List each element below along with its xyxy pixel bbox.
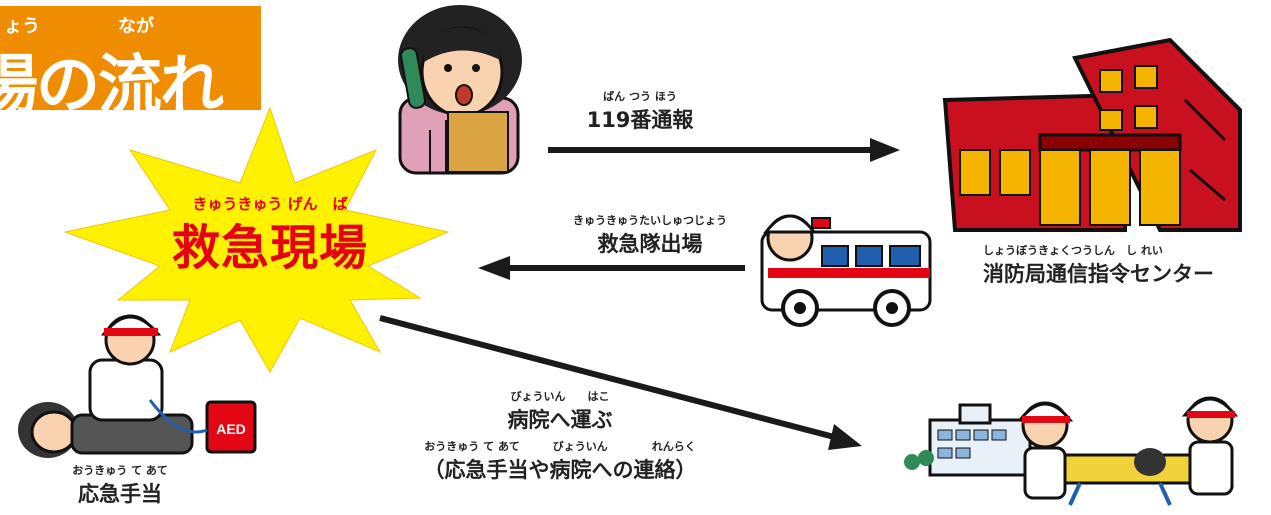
- ambulance-icon: [760, 214, 932, 327]
- transport-arrow: [379, 315, 839, 441]
- first-aid-ruby: おうきゅう て あて: [72, 464, 168, 477]
- first-aid-label: 応急手当: [78, 482, 162, 506]
- fire-station-building-icon: [942, 37, 1242, 232]
- first-aid-node: おうきゅう て あて 応急手当: [60, 462, 180, 508]
- emergency-site-node: きゅうきゅう げん ば 救急現場: [165, 193, 375, 278]
- page-title: 場の流れ: [0, 49, 224, 110]
- title-banner: ょう なが 場の流れ: [0, 6, 261, 110]
- emergency-site-label: 救急現場: [171, 220, 368, 276]
- first-aid-aed-icon: AED: [18, 314, 257, 458]
- title-ruby-left: ょう: [4, 16, 40, 37]
- transport-ruby-1: びょういん はこ: [510, 390, 610, 403]
- transport-label-2: （応急手当や病院への連絡）: [423, 458, 697, 482]
- transport-label-1: 病院へ運ぶ: [507, 408, 613, 432]
- aed-label: AED: [216, 421, 246, 437]
- hospital-stretcher-icon: [904, 396, 1239, 506]
- emergency-site-ruby: きゅうきゅう げん ば: [192, 195, 348, 213]
- transport-ruby-2: おうきゅう て あて びょういん れんらく: [424, 440, 696, 453]
- call-ruby: ばん つう ほう: [603, 90, 677, 103]
- dispatch-label: 救急隊出場: [597, 232, 703, 256]
- call-edge-label: ばん つう ほう 119番通報: [560, 88, 720, 134]
- command-center-node: しょうぼうきょくつうしん し れい 消防局通信指令センター: [983, 242, 1271, 288]
- command-center-label: 消防局通信指令センター: [983, 262, 1214, 286]
- title-ruby-right: なが: [118, 16, 154, 37]
- transport-edge-label: びょういん はこ 病院へ運ぶ おうきゅう て あて びょういん れんらく （応急…: [360, 388, 760, 484]
- dispatch-ruby: きゅうきゅうたいしゅつじょう: [573, 214, 727, 227]
- caller-woman-phone-icon: [398, 5, 522, 175]
- emergency-burst-icon: [63, 106, 450, 374]
- dispatch-edge-label: きゅうきゅうたいしゅつじょう 救急隊出場: [560, 212, 740, 258]
- call-label: 119番通報: [586, 108, 694, 132]
- command-center-ruby: しょうぼうきょくつうしん し れい: [983, 244, 1163, 257]
